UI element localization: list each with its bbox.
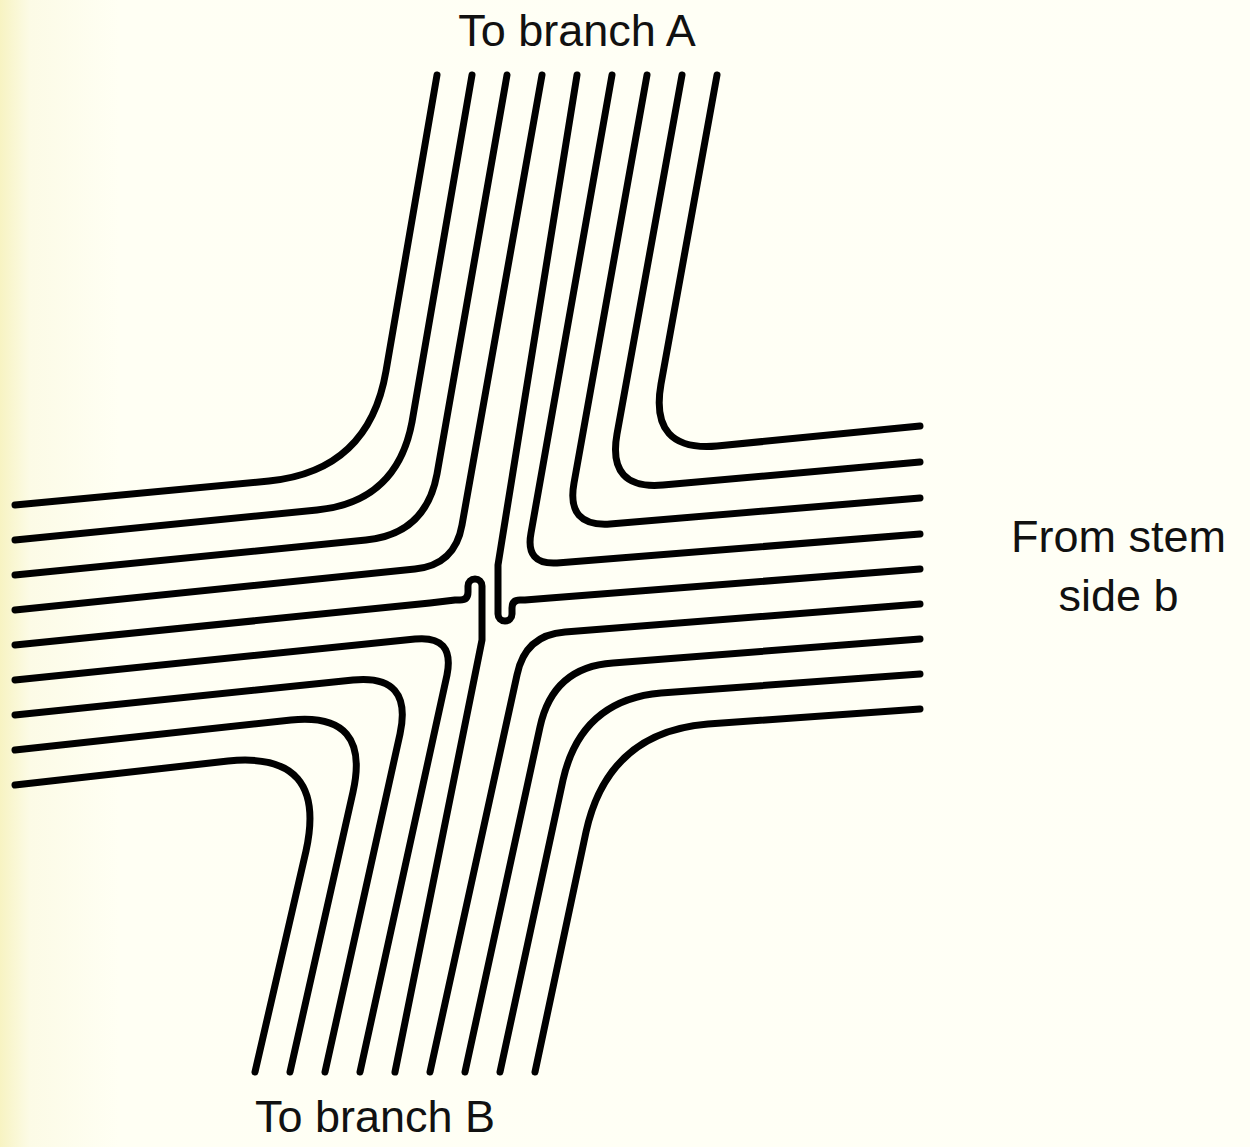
grain-line — [615, 75, 920, 485]
branch-label: To branch B — [175, 1094, 575, 1139]
grain-line — [573, 75, 920, 524]
grain-line — [15, 75, 437, 505]
grain-line — [465, 639, 920, 1072]
grain-line — [659, 75, 920, 446]
grain-line — [15, 679, 402, 1072]
branch-label: To branch A — [377, 8, 777, 53]
grain-line — [530, 75, 920, 563]
grain-line — [15, 760, 310, 1072]
stem-label: From stem side b — [991, 508, 1246, 625]
grain-line — [15, 75, 472, 540]
grain-line — [500, 674, 920, 1072]
grain-line — [15, 639, 448, 1072]
grain-line — [15, 75, 542, 610]
grain-loop-line — [15, 579, 482, 1072]
grain-loop-line — [498, 75, 920, 621]
grain-line — [535, 709, 920, 1072]
grain-line — [15, 75, 507, 575]
grain-line — [430, 604, 920, 1072]
grain-line — [15, 719, 356, 1072]
